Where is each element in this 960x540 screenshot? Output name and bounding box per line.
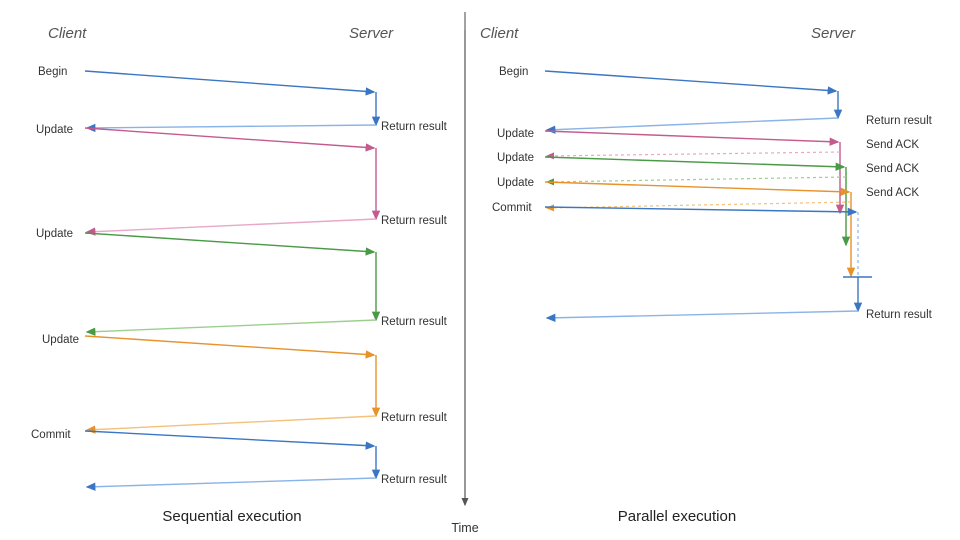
server-message-label-sequential-3: Return result [381,412,448,424]
client-message-label-sequential-3: Update [42,334,79,346]
actor-label-client-sequential: Client [48,25,87,42]
flow-parallel-update1-request [544,130,840,146]
flow-parallel-update3-ack [545,201,852,212]
server-message-label-parallel-2: Send ACK [866,163,919,175]
client-message-label-parallel-3: Update [497,177,534,189]
flow-sequential-commit-response [85,477,377,491]
server-message-label-sequential-4: Return result [381,474,448,486]
panel-caption-parallel: Parallel execution [618,508,736,525]
flow-parallel-begin-response [545,117,839,134]
flow-sequential-update3-request [84,335,376,359]
flow-parallel-begin-request [544,70,838,95]
server-message-label-parallel-3: Send ACK [866,187,919,199]
server-message-label-sequential-2: Return result [381,316,448,328]
flow-sequential-update3-response [85,415,377,434]
flow-parallel-update2-request [544,156,846,171]
client-message-label-sequential-2: Update [36,228,73,240]
server-message-label-parallel-0: Return result [866,115,933,127]
flow-parallel-update1-ack [545,151,841,160]
flow-sequential-update2-request [84,232,376,256]
flow-parallel-update2-ack [545,176,847,186]
panel-caption-sequential: Sequential execution [162,508,301,525]
flow-sequential-update2-response [85,319,377,336]
time-axis-label: Time [451,521,478,535]
flow-sequential-begin-response [85,123,377,133]
client-message-label-sequential-4: Commit [31,429,71,441]
actor-label-server-sequential: Server [349,25,394,42]
server-message-label-parallel-1: Send ACK [866,139,919,151]
server-message-label-parallel-4: Return result [866,309,933,321]
flow-sequential-update1-request [84,127,376,152]
flow-parallel-commit-response [545,310,859,323]
message-flows-layer [84,70,872,491]
client-message-label-parallel-1: Update [497,128,534,140]
actor-label-server-parallel: Server [811,25,856,42]
client-message-label-parallel-4: Commit [492,202,532,214]
client-message-label-sequential-1: Update [36,124,73,136]
client-message-label-parallel-2: Update [497,152,534,164]
flow-sequential-begin-request [84,70,376,96]
flow-sequential-commit-request [84,430,376,450]
actor-label-client-parallel: Client [480,25,519,42]
server-message-label-sequential-0: Return result [381,121,448,133]
server-message-label-sequential-1: Return result [381,215,448,227]
client-message-label-parallel-0: Begin [499,66,528,78]
flow-parallel-update3-request [544,181,851,196]
flow-sequential-update1-response [85,218,377,236]
client-message-label-sequential-0: Begin [38,66,67,78]
flow-parallel-commit-request [544,206,858,217]
